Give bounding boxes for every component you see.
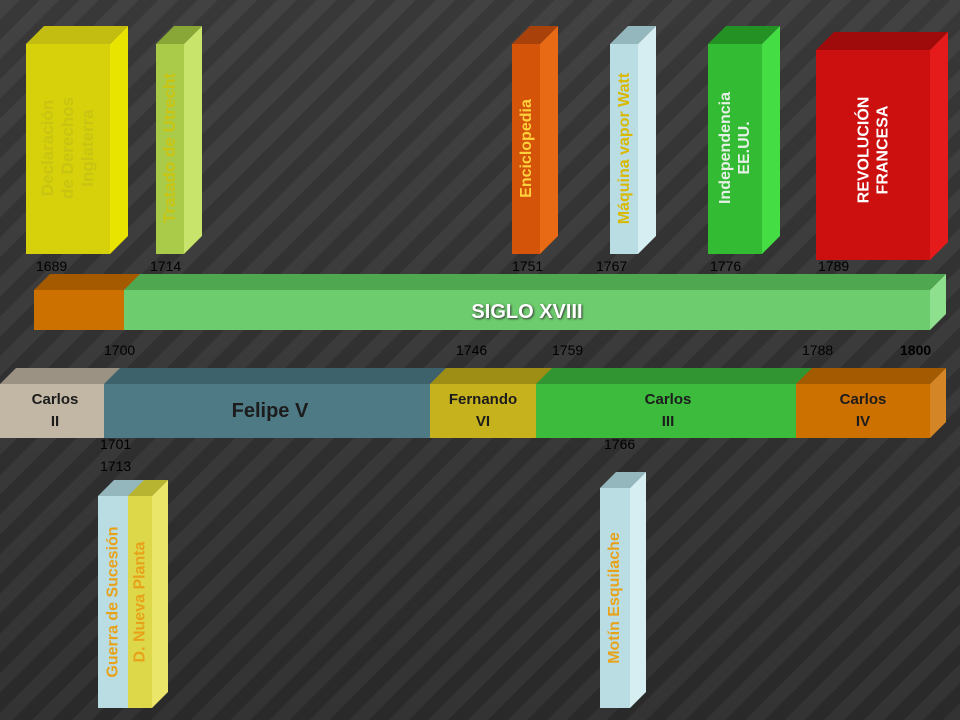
event-label-2: Enciclopedia [517,98,535,198]
reign-bar-0-front [0,384,110,438]
reign-bar-2-top [430,368,556,384]
event-bar-0-side [110,26,128,254]
reign-bar-3-top [536,368,816,384]
year-1746: 1746 [456,342,488,358]
year-1767: 1767 [596,258,628,274]
event-label-1: Tratado de Utrecht [160,72,180,224]
event-bar-4-top [708,26,780,44]
reign-bar-2-front [430,384,540,438]
year-1701: 1701 [100,436,132,452]
event-bar-4-side [762,26,780,254]
event-bar-2-front [512,44,540,254]
reign-bar-4-front [796,384,930,438]
event-bar-3-side [638,26,656,254]
reign-bar-4-top [796,368,946,384]
event-bar-0-front [26,44,110,254]
bottom-bar-0-top [98,480,144,496]
event-bar-1-front [156,44,184,254]
bottom-bar-2-top [600,472,646,488]
year-1713: 1713 [100,458,132,474]
year-1759: 1759 [552,342,584,358]
bottom-event-label-2: Motín Esquilache [605,532,623,664]
century-bar-top [124,274,946,290]
bottom-bar-2-side [630,472,646,708]
event-bar-5-front [816,50,930,260]
bottom-bar-0-front [98,496,128,708]
event-bar-3-front [610,44,638,254]
event-bar-3-top [610,26,656,44]
reign-felipe-v: Felipe V [231,400,309,422]
reign-bar-1-front [104,384,434,438]
bottom-event-label-1: D. Nueva Planta [130,541,148,663]
reign-bar-0-top [0,368,126,384]
bottom-bar-2-front [600,488,630,708]
century-bar-front [124,290,930,330]
bottom-event-label-0: Guerra de Sucesión [104,526,122,678]
century-label: SIGLO XVIII [471,301,583,323]
bottom-bar-1-side [152,480,168,708]
event-bar-5-side [930,32,948,260]
year-1800: 1800 [900,342,932,358]
year-1789: 1789 [818,258,850,274]
year-1776: 1776 [710,258,742,274]
event-bar-5-top [816,32,948,50]
event-bar-2-top [512,26,558,44]
century-pre-bar-top [34,274,142,290]
event-bar-1-top [156,26,202,44]
year-1766: 1766 [604,436,636,452]
year-1714: 1714 [150,258,182,274]
event-bar-0-top [26,26,128,44]
event-label-3: Máquina vapor Watt [615,72,633,224]
reign-bar-1-top [104,368,450,384]
century-bar-side [930,274,946,330]
reign-bar-4-side [930,368,946,438]
year-1689: 1689 [36,258,68,274]
event-bar-4-front [708,44,762,254]
century-pre-bar-front [34,290,126,330]
reign-bar-3-front [536,384,800,438]
year-1700: 1700 [104,342,136,358]
event-bar-2-side [540,26,558,254]
year-1788: 1788 [802,342,834,358]
event-bar-1-side [184,26,202,254]
bottom-bar-1-top [128,480,168,496]
bottom-bar-1-front [128,496,152,708]
year-1751: 1751 [512,258,544,274]
